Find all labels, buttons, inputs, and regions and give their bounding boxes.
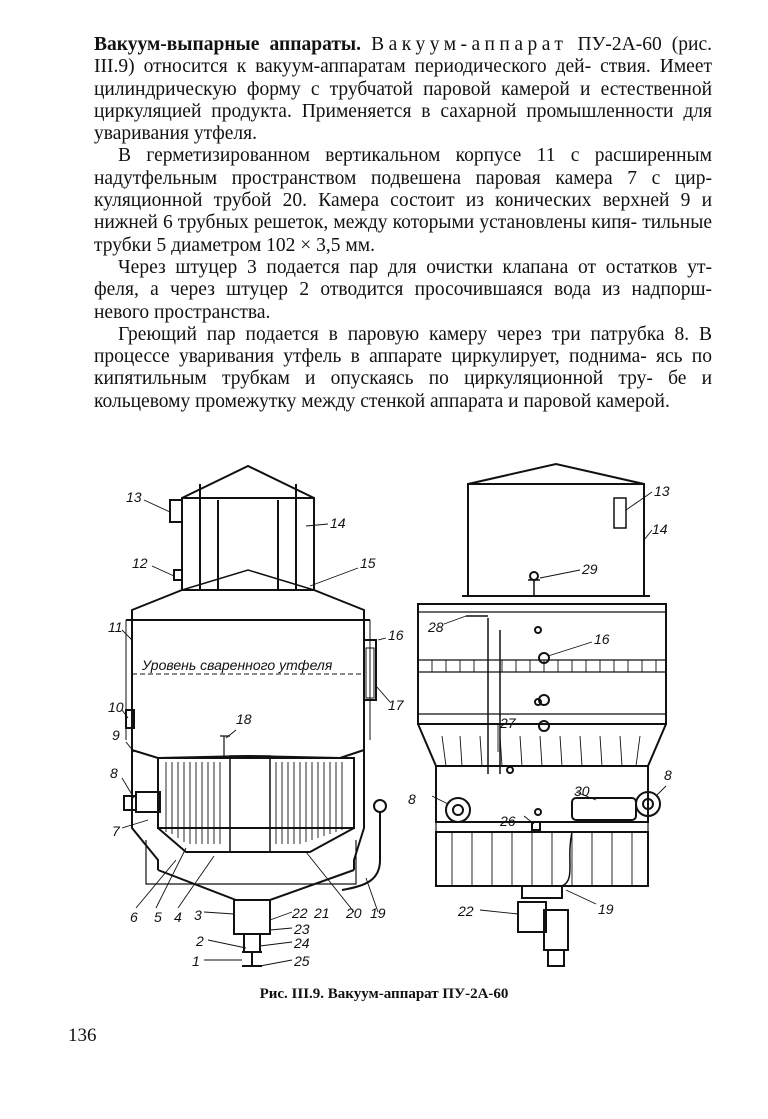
callout-15: 15 (360, 555, 376, 571)
callout-r30: 30 (574, 783, 590, 799)
callout-r29: 29 (581, 561, 598, 577)
right-callouts: 13 14 29 28 16 27 8 30 8 26 22 19 (408, 483, 672, 919)
callout-r8b: 8 (664, 767, 672, 783)
left-section-drawing (123, 464, 387, 967)
callout-21: 21 (313, 905, 330, 921)
callout-11: 11 (108, 619, 123, 635)
callout-r19: 19 (598, 901, 614, 917)
paragraph-4: Греющий пар подается в паровую камеру че… (94, 323, 713, 412)
callout-8: 8 (110, 765, 118, 781)
callout-16: 16 (388, 627, 404, 643)
callout-17: 17 (388, 697, 405, 713)
callout-12: 12 (132, 555, 148, 571)
figure-caption: Рис. III.9. Вакуум-аппарат ПУ-2А-60 (259, 986, 509, 1002)
callout-r26: 26 (499, 813, 516, 829)
callout-14: 14 (330, 515, 346, 531)
callout-20: 20 (345, 905, 362, 921)
callout-7: 7 (112, 823, 121, 839)
callout-r8a: 8 (408, 791, 416, 807)
callout-r16: 16 (594, 631, 610, 647)
figure-drawing: 13 14 12 15 11 16 Уровень сваренного утф… (108, 462, 672, 969)
paragraph-2: В герметизированном вертикальном корпусе… (94, 145, 712, 256)
callout-4: 4 (174, 909, 182, 925)
figure-vacuum-apparatus: 13 14 12 15 11 16 Уровень сваренного утф… (96, 440, 716, 980)
callout-r13: 13 (654, 483, 670, 499)
right-exterior-drawing (417, 462, 667, 967)
callout-2: 2 (195, 933, 204, 949)
callout-3: 3 (194, 907, 202, 923)
callout-22: 22 (291, 905, 308, 921)
callout-18: 18 (236, 711, 252, 727)
callout-9: 9 (112, 727, 120, 743)
body-text: Вакуум-выпарные аппараты. Вакуум-аппарат… (94, 34, 712, 413)
paragraph-1: Вакуум-выпарные аппараты. Вакуум-аппарат… (94, 34, 713, 145)
section-heading: Вакуум-выпарные аппараты. (94, 34, 362, 55)
leader-lines (121, 491, 667, 967)
callout-6: 6 (130, 909, 138, 925)
callout-23: 23 (293, 921, 310, 937)
callout-24: 24 (293, 935, 310, 951)
callout-r22: 22 (457, 903, 474, 919)
callout-r14: 14 (652, 521, 668, 537)
lower-ribs (441, 735, 641, 767)
callout-13: 13 (126, 489, 142, 505)
paragraph-3: Через штуцер 3 подается пар для очистки … (94, 256, 712, 323)
spaced-term: Вакуум-аппарат (371, 34, 568, 55)
callout-25: 25 (293, 953, 310, 969)
level-label: Уровень сваренного утфеля (141, 657, 333, 673)
tube-bundle (165, 762, 343, 844)
left-callouts: 13 14 12 15 11 16 Уровень сваренного утф… (108, 489, 405, 969)
callout-1: 1 (192, 953, 200, 969)
callout-5: 5 (154, 909, 162, 925)
flange-ribs (431, 660, 657, 672)
callout-19: 19 (370, 905, 386, 921)
callout-r27: 27 (499, 715, 517, 731)
callout-10: 10 (108, 699, 124, 715)
callout-r28: 28 (427, 619, 444, 635)
page-number: 136 (68, 1025, 97, 1046)
base-ribs (451, 832, 633, 886)
